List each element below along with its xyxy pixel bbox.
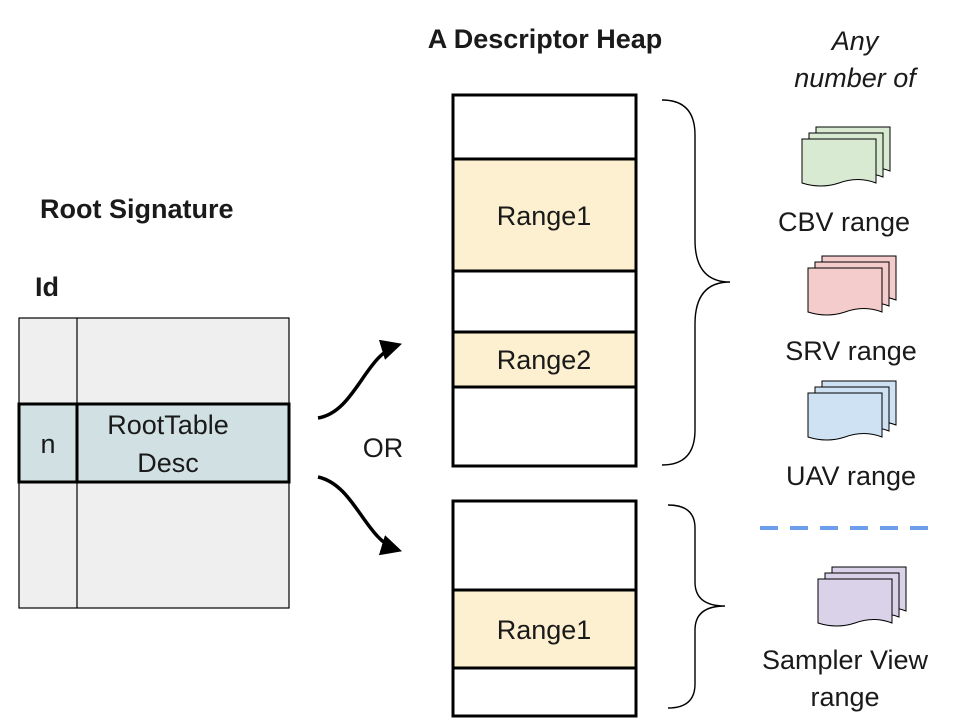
or-label: OR xyxy=(363,433,404,463)
root-signature-table: n RootTable Desc xyxy=(17,317,291,609)
arrow-to-top-heap xyxy=(317,339,403,420)
cbv-range-label: CBV range xyxy=(778,207,910,237)
cbv-range-icon xyxy=(801,126,891,187)
sampler-range-label-line1: Sampler View xyxy=(762,645,929,675)
sampler-range-label-line2: range xyxy=(810,682,879,712)
heap-top-range1-label: Range1 xyxy=(497,201,592,231)
root-table-row xyxy=(17,402,291,484)
root-table-desc-line2: Desc xyxy=(137,448,199,478)
heap-bottom-range1-label: Range1 xyxy=(497,615,592,645)
heap-top-range2 xyxy=(451,330,638,389)
uav-range-icon xyxy=(807,380,897,441)
root-signature-id-label: Id xyxy=(35,272,59,302)
heap-top-body xyxy=(451,93,638,468)
descriptor-heap-bottom: Range1 xyxy=(451,499,638,718)
arrow-to-bottom-heap xyxy=(317,475,403,556)
root-table-row-id: n xyxy=(40,429,55,459)
any-number-line1: Any xyxy=(830,26,880,56)
root-table-desc-line1: RootTable xyxy=(107,410,229,440)
sampler-range-icon xyxy=(817,566,907,627)
any-number-line2: number of xyxy=(794,63,918,93)
heap-bottom-range1 xyxy=(451,588,638,670)
descriptor-heap-top: Range1 Range2 xyxy=(451,93,638,468)
heap-top-range2-label: Range2 xyxy=(497,345,592,375)
uav-range-label: UAV range xyxy=(786,461,916,491)
root-signature-title: Root Signature xyxy=(40,194,234,224)
srv-range-label: SRV range xyxy=(785,336,917,366)
heap-top-range1 xyxy=(451,157,638,273)
heap-title: A Descriptor Heap xyxy=(428,24,663,54)
srv-range-icon xyxy=(807,255,897,316)
brace-top xyxy=(661,99,731,466)
brace-bottom xyxy=(667,504,726,709)
